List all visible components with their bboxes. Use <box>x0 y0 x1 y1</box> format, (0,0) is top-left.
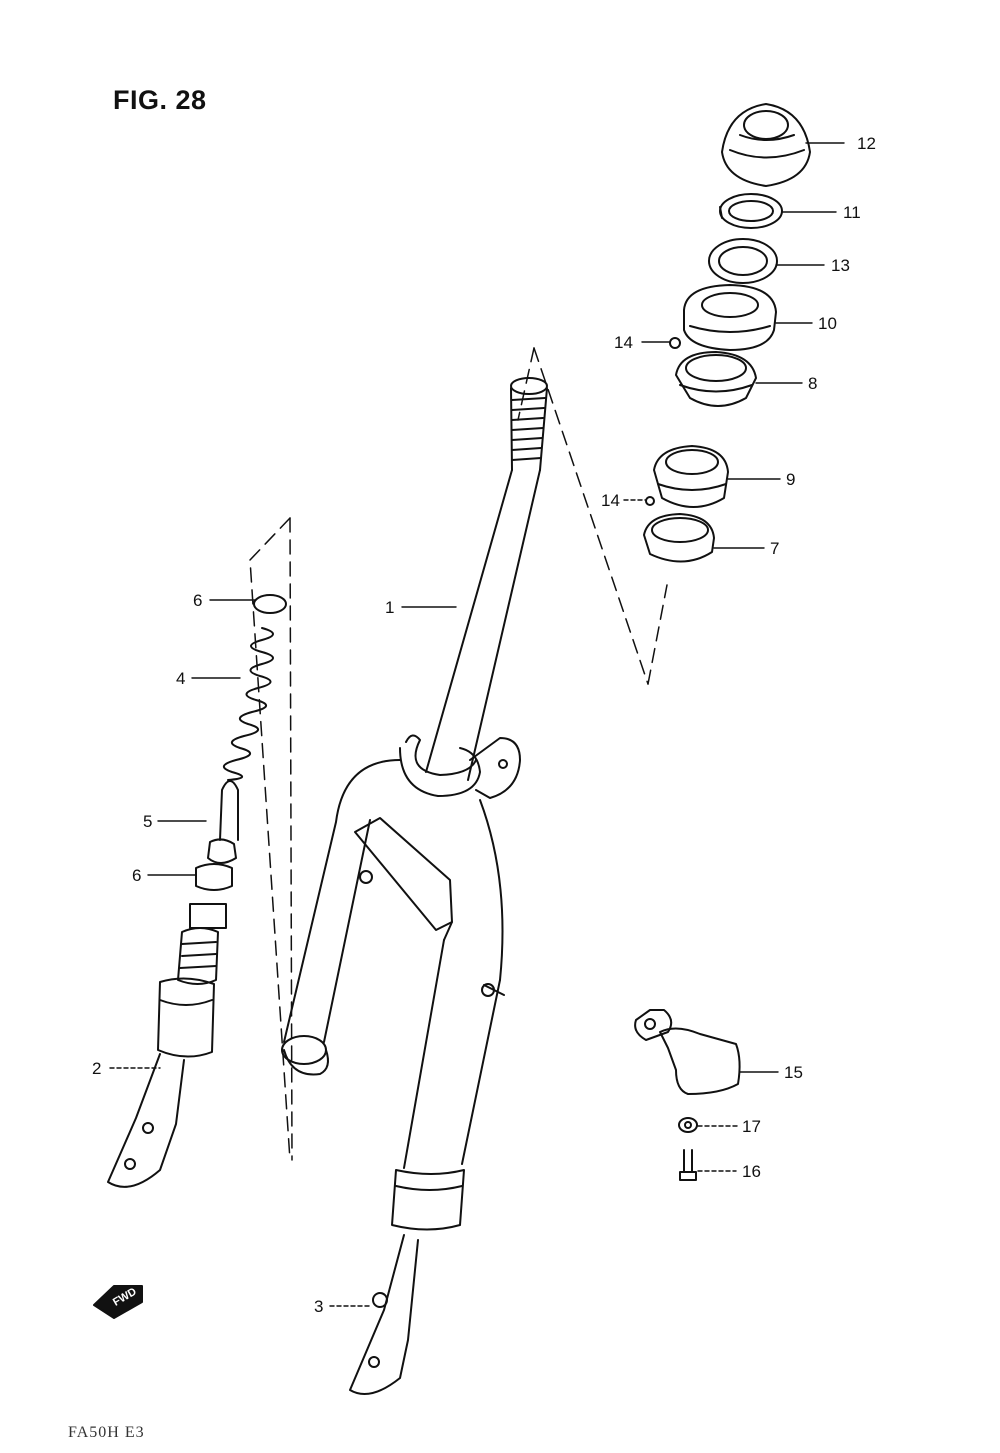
callout-15: 15 <box>784 1063 803 1082</box>
part-6-bushing <box>195 863 233 891</box>
callout-12: 12 <box>857 134 876 153</box>
callout-2: 2 <box>92 1059 102 1078</box>
callout-14-lower: 14 <box>601 491 620 510</box>
callout-17: 17 <box>742 1117 761 1136</box>
callout-4: 4 <box>176 669 186 688</box>
part-8-cone <box>675 351 757 407</box>
part-16-bolt <box>679 1149 697 1181</box>
part-11-washer <box>719 193 783 229</box>
part-7-race <box>643 513 715 563</box>
model-code: FA50H E3 <box>68 1424 145 1441</box>
part-9-cone <box>653 445 729 508</box>
part-1-steering-stem <box>281 377 548 1395</box>
part-2-fork-leg <box>107 903 227 1188</box>
part-5-damper-rod <box>207 780 239 864</box>
part-15-cover <box>634 1009 741 1095</box>
callout-14-upper: 14 <box>614 333 633 352</box>
part-10-race <box>683 284 777 351</box>
fwd-arrow-icon: FWD <box>93 1285 143 1319</box>
callout-13: 13 <box>831 256 850 275</box>
callout-6-lower: 6 <box>132 866 142 885</box>
callout-6-upper: 6 <box>193 591 203 610</box>
callout-16: 16 <box>742 1162 761 1181</box>
leader-lines <box>109 142 845 1307</box>
part-13-ring <box>708 238 778 284</box>
part-4-spring <box>223 627 274 781</box>
part-6-stopper <box>253 594 287 614</box>
part-14-ball-lower <box>645 496 655 506</box>
alignment-lines <box>249 347 668 1161</box>
callout-7: 7 <box>770 539 780 558</box>
callout-10: 10 <box>818 314 837 333</box>
part-14-ball-upper <box>669 337 681 349</box>
callout-5: 5 <box>143 812 153 831</box>
figure-title: FIG. 28 <box>113 85 207 115</box>
callout-11: 11 <box>843 203 861 222</box>
callout-3: 3 <box>314 1297 324 1316</box>
callout-8: 8 <box>808 374 818 393</box>
callout-9: 9 <box>786 470 796 489</box>
part-17-nut <box>678 1117 698 1133</box>
callout-1: 1 <box>385 598 395 617</box>
part-12-cap <box>721 103 811 187</box>
